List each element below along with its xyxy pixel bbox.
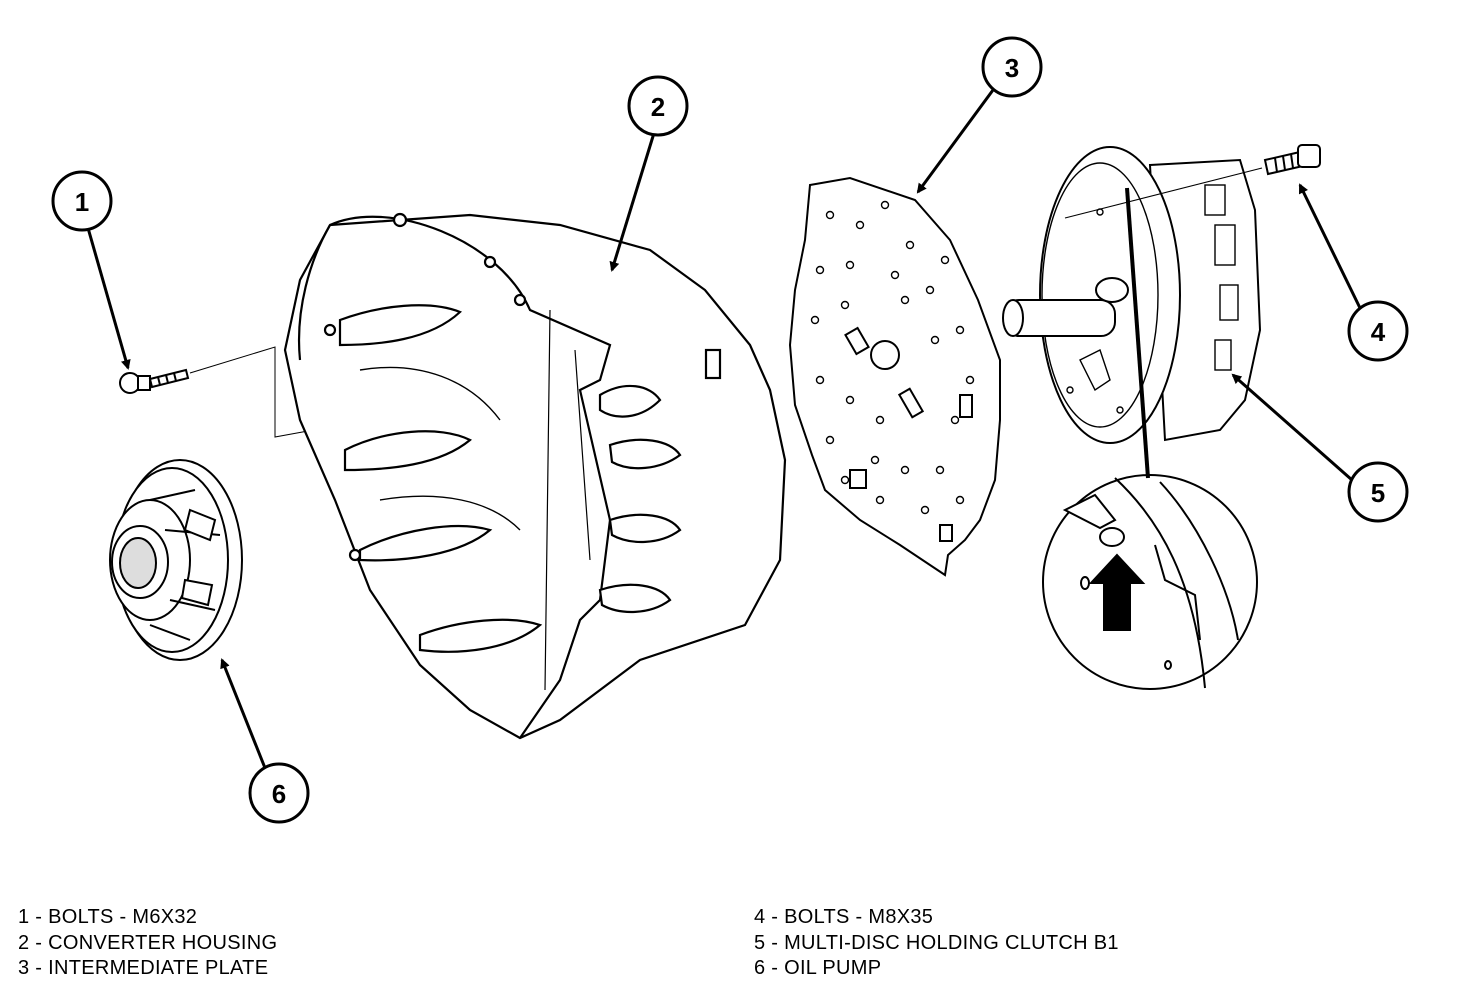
legend-item-6: 6 - OIL PUMP — [754, 957, 882, 979]
leader-arrow-2 — [609, 132, 656, 272]
alignment-line-bolt-4 — [1064, 167, 1263, 219]
callout-3: 3 — [981, 36, 1043, 98]
legend-item-5: 5 - MULTI-DISC HOLDING CLUTCH B1 — [754, 931, 1119, 954]
callout-number-2: 2 — [651, 92, 665, 122]
leader-arrow-6 — [220, 658, 267, 769]
callout-number-1: 1 — [75, 187, 89, 217]
callout-6: 6 — [248, 762, 310, 824]
intermediate-plate-drawing — [788, 176, 1001, 577]
callout-5: 5 — [1347, 461, 1409, 523]
detail-connector-line — [1125, 187, 1150, 479]
legend-item-4: 4 - BOLTS - M8X35 — [754, 906, 934, 928]
converter-housing-drawing — [283, 212, 787, 740]
callout-number-3: 3 — [1005, 53, 1019, 83]
leader-arrow-3 — [916, 89, 995, 194]
bolt-m8x35-drawing — [1263, 144, 1321, 176]
callout-1: 1 — [51, 170, 113, 232]
legend-item-1: 1 - BOLTS - M6X32 — [18, 906, 198, 928]
callout-4: 4 — [1347, 300, 1409, 362]
callout-number-5: 5 — [1371, 478, 1385, 508]
legend-item-3: 3 - INTERMEDIATE PLATE — [18, 957, 269, 979]
leader-arrow-1 — [86, 227, 131, 370]
legend-item-2: 2 - CONVERTER HOUSING — [18, 931, 278, 954]
holding-clutch-b1-drawing — [1002, 146, 1262, 444]
legend-left-column: 1 - BOLTS - M6X32 2 - CONVERTER HOUSING … — [18, 905, 277, 982]
leader-arrows — [86, 89, 1362, 769]
leader-arrow-4 — [1298, 183, 1362, 309]
callout-number-4: 4 — [1371, 317, 1386, 347]
callout-number-6: 6 — [272, 779, 286, 809]
callout-2: 2 — [627, 75, 689, 137]
legend-right-column: 4 - BOLTS - M8X35 5 - MULTI-DISC HOLDING… — [754, 905, 1119, 982]
detail-view-circle — [1042, 474, 1258, 690]
oil-pump-drawing — [109, 459, 243, 661]
exploded-view-diagram: 1 2 3 4 5 6 — [51, 36, 1409, 824]
bolt-m6x32-drawing — [119, 368, 190, 394]
leader-arrow-5 — [1231, 373, 1353, 482]
